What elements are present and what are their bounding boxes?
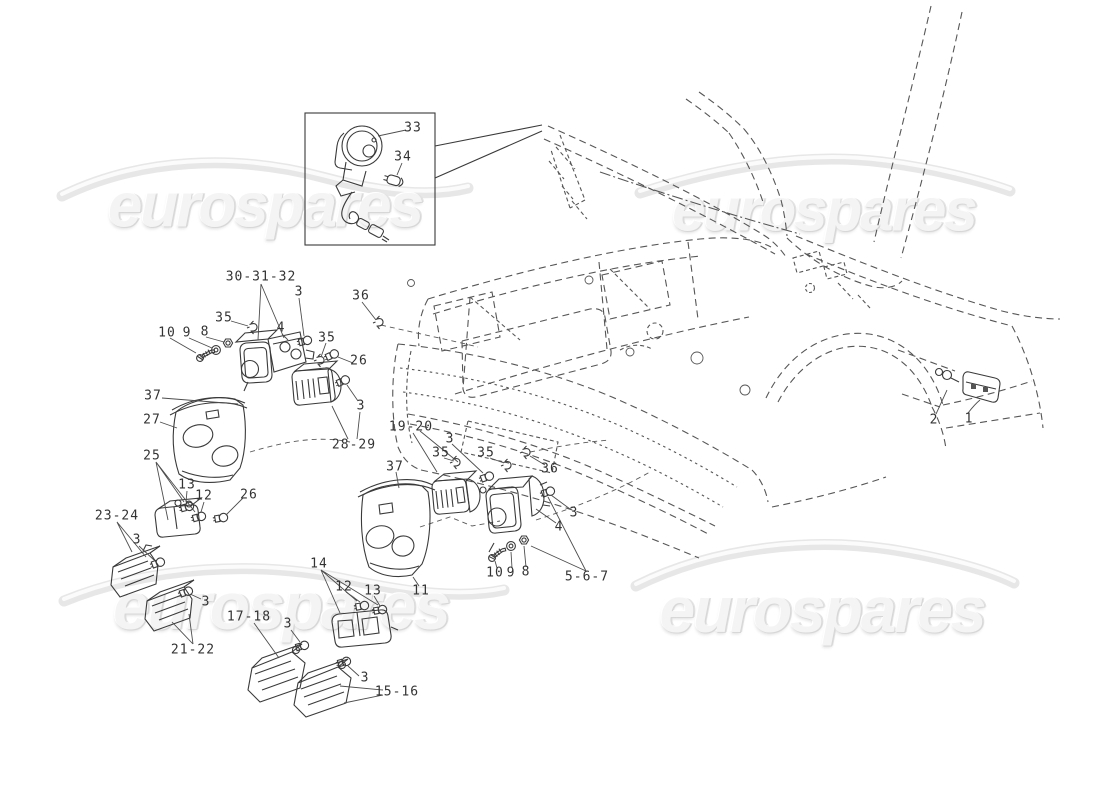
part-callout: 5-6-7 [564,569,610,585]
part-callout: 10 [486,565,504,581]
indicator-lamp-14 [331,609,399,648]
part-callout: 26 [240,487,258,503]
part-callout: 10 [158,325,176,341]
part-callout: 12 [335,579,353,595]
part-callout: 13 [364,583,382,599]
part-callout: 9 [182,325,192,341]
headlamp-trim-left [169,397,248,483]
headlamp-trim-right [357,479,436,578]
part-callout: 12 [195,488,213,504]
watermark-text: eurospares [672,176,977,244]
front-panel-frame [407,237,772,398]
part-callout: 3 [360,670,370,686]
part-callout: 3 [356,398,366,414]
part-callout: 4 [276,320,286,336]
part-callout: 3 [445,431,455,447]
front-bumper [392,343,887,559]
car-body-outline [543,5,1061,450]
part-callout: 35 [318,330,336,346]
part-callout: 15-16 [374,684,420,700]
part-callout: 4 [554,519,564,535]
part-callout: 3 [132,532,142,548]
part-callout: 13 [178,477,196,493]
foglamp-left [291,360,342,406]
part-callout: 3 [569,505,579,521]
part-callout: 2 [929,412,939,428]
horn-connector [356,217,390,243]
side-repeater-left-a [110,544,161,598]
part-callout: 17-18 [226,609,272,625]
horn [334,125,383,225]
headlamp-right-assembly [485,475,551,553]
part-callout: 35 [477,445,495,461]
part-callout: 8 [521,564,531,580]
part-callout: 35 [432,445,450,461]
part-callout: 3 [201,594,211,610]
inset-pointer-lines [434,124,543,179]
headlamp-left-assembly [234,329,315,392]
swoosh-curves [56,153,1020,607]
part-callout: 30-31-32 [225,269,297,285]
part-callout: 3 [294,284,304,300]
part-callout: 8 [200,324,210,340]
part-callout: 19-20 [388,419,434,435]
part-callout: 35 [215,310,233,326]
part-callout: 21-22 [170,642,216,658]
part-callout: 14 [310,556,328,572]
side-marker-right [934,367,1001,403]
side-repeater-left-b [144,579,195,632]
part-callout: 33 [404,120,422,136]
horn-bulb [383,174,404,187]
part-callout: 36 [352,288,370,304]
inset-box-frame [304,112,436,246]
part-callout: 36 [541,461,559,477]
part-callout: 27 [143,412,161,428]
part-callout: 1 [964,411,974,427]
watermark-text: eurospares [659,574,986,647]
part-callout: 37 [144,388,162,404]
part-callout: 25 [143,448,161,464]
callout-leader-lines [116,129,981,704]
watermark-text: eurospares [113,568,451,643]
part-callout: 34 [394,149,412,165]
watermark-text: eurospares [107,171,424,241]
part-callout: 9 [506,565,516,581]
part-callout: 26 [350,353,368,369]
part-callout: 23-24 [94,508,140,524]
part-callout: 3 [283,616,293,632]
foglamp-right [431,470,487,515]
horn-inset-box [304,112,543,246]
part-callout: 11 [412,583,430,599]
part-callout: 37 [386,459,404,475]
part-callout: 28-29 [331,437,377,453]
assembly-guide-lines [249,324,651,528]
front-indicator-17-18 [247,643,306,703]
